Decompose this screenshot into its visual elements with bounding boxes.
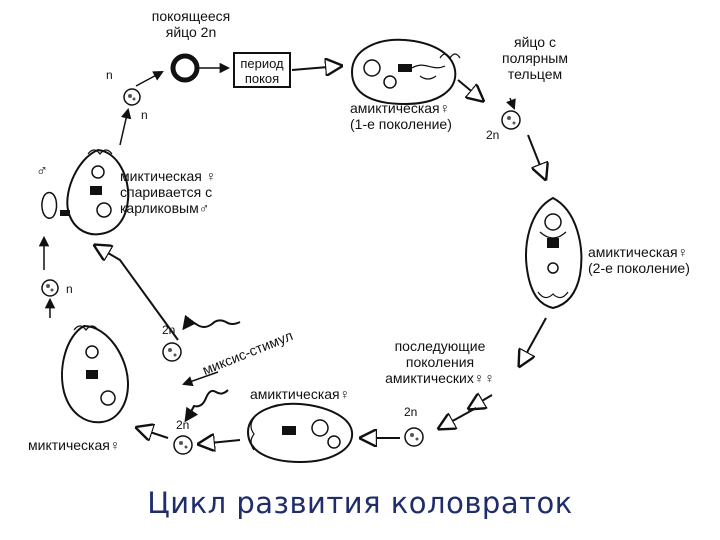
mictic-mating-line1: миктическая ♀ [120,168,217,184]
ploidy-n-left: n [66,282,73,296]
rest-period-box: период покоя [233,52,291,88]
diploid-egg-right [404,427,424,447]
mictic-mating-label: миктическая ♀ спаривается с карликовым♂ [120,168,216,216]
rotifer-amictic-gen1 [350,38,461,106]
resting-egg-label-line2: яйцо 2n [165,24,217,40]
amictic-gen1-label: амиктическая♀ (1-е поколение) [350,100,452,132]
rotifer-amictic-gen2 [525,196,583,310]
mictic-mating-line2: спаривается с [120,184,213,200]
ploidy-2n-bottom: 2n [176,418,190,432]
rotifer-mictic [61,324,130,424]
amictic-gen1-line2: (1-е поколение) [350,116,452,132]
subsequent-line3: амиктических♀♀ [385,370,495,386]
amictic-gen2-line2: (2-е поколение) [588,260,690,276]
diploid-egg-mixis [162,342,182,362]
subsequent-line1: последующие [394,338,486,354]
rotifer-mictic-mating [66,148,130,236]
amictic-gen2-label: амиктическая♀ (2-е поколение) [588,244,690,276]
rest-period-line2: покоя [244,71,280,86]
dwarf-male [41,191,70,219]
male-symbol: ♂ [36,163,48,180]
polar-egg-label: яйцо с полярным тельцем [490,34,580,82]
resting-egg-label-line1: покоящееся [151,8,231,24]
ploidy-n-egg: n [141,108,148,122]
diploid-egg-bottom [173,435,193,455]
polar-egg-line3: тельцем [507,66,563,82]
diagram-caption: Цикл развития коловраток [147,486,573,520]
rest-period-line1: период [240,56,284,71]
subsequent-line2: поколения [405,354,475,370]
ploidy-2n-mixis: 2n [162,323,176,337]
resting-egg [170,53,200,83]
subsequent-generations-label: последующие поколения амиктических♀♀ [380,338,500,386]
haploid-egg-left [41,279,59,297]
mictic-mating-line3: карликовым♂ [120,200,210,216]
amictic-gen2-line1: амиктическая♀ [588,244,689,260]
cycle-arrows [38,66,546,444]
polar-egg-line1: яйцо с [514,34,556,50]
polar-body-egg [501,110,521,130]
amictic-bottom-label: амиктическая♀ [250,386,351,402]
polar-egg-line2: полярным [501,50,568,66]
ploidy-2n-polar: 2n [486,128,500,142]
rotifer-amictic-bottom [246,402,354,464]
mixis-stimulus-waves [182,314,241,423]
resting-egg-label: покоящееся яйцо 2n [143,8,239,40]
mictic-label: миктическая♀ [28,437,121,453]
ploidy-n-top: n [106,68,113,82]
ploidy-2n-right: 2n [404,405,418,419]
haploid-egg-top [123,88,141,106]
amictic-gen1-line1: амиктическая♀ [350,100,451,116]
